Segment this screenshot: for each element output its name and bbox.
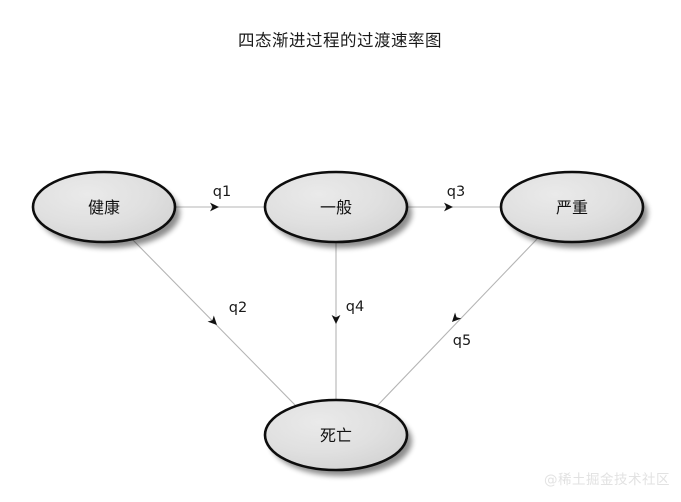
arrowhead-q1	[210, 202, 219, 212]
node-label-healthy: 健康	[88, 198, 120, 217]
edge-label-q4: q4	[346, 299, 364, 315]
edge-label-q3: q3	[447, 184, 465, 200]
node-ellipse-healthy[interactable]	[31, 170, 177, 244]
node-ellipse-moderate[interactable]	[263, 170, 409, 244]
arrowhead-q3	[444, 202, 453, 212]
arrowhead-q2	[207, 315, 217, 325]
node-severe[interactable]: 严重	[499, 170, 645, 244]
node-label-moderate: 一般	[320, 198, 352, 217]
edge-labels-layer: q1 q2 q3 q4 q5	[213, 184, 471, 349]
watermark: @稀土掘金技术社区	[544, 472, 670, 488]
edge-label-q2: q2	[229, 300, 247, 316]
node-healthy[interactable]: 健康	[31, 170, 177, 244]
node-label-severe: 严重	[556, 198, 588, 217]
node-moderate[interactable]: 一般	[263, 170, 409, 244]
arrowhead-q5	[452, 312, 462, 322]
edge-label-q1: q1	[213, 184, 231, 200]
node-ellipse-severe[interactable]	[499, 170, 645, 244]
node-death[interactable]: 死亡	[263, 398, 409, 472]
edges-layer	[130, 206, 539, 408]
edge-label-q5: q5	[453, 333, 471, 349]
node-label-death: 死亡	[320, 426, 352, 445]
edge-q5	[375, 237, 539, 408]
page-title: 四态渐进过程的过渡速率图	[238, 31, 442, 50]
node-ellipse-death[interactable]	[263, 398, 409, 472]
arrowhead-q4	[331, 315, 341, 324]
arrowheads-layer	[207, 202, 462, 325]
edge-line-q5	[375, 237, 539, 408]
